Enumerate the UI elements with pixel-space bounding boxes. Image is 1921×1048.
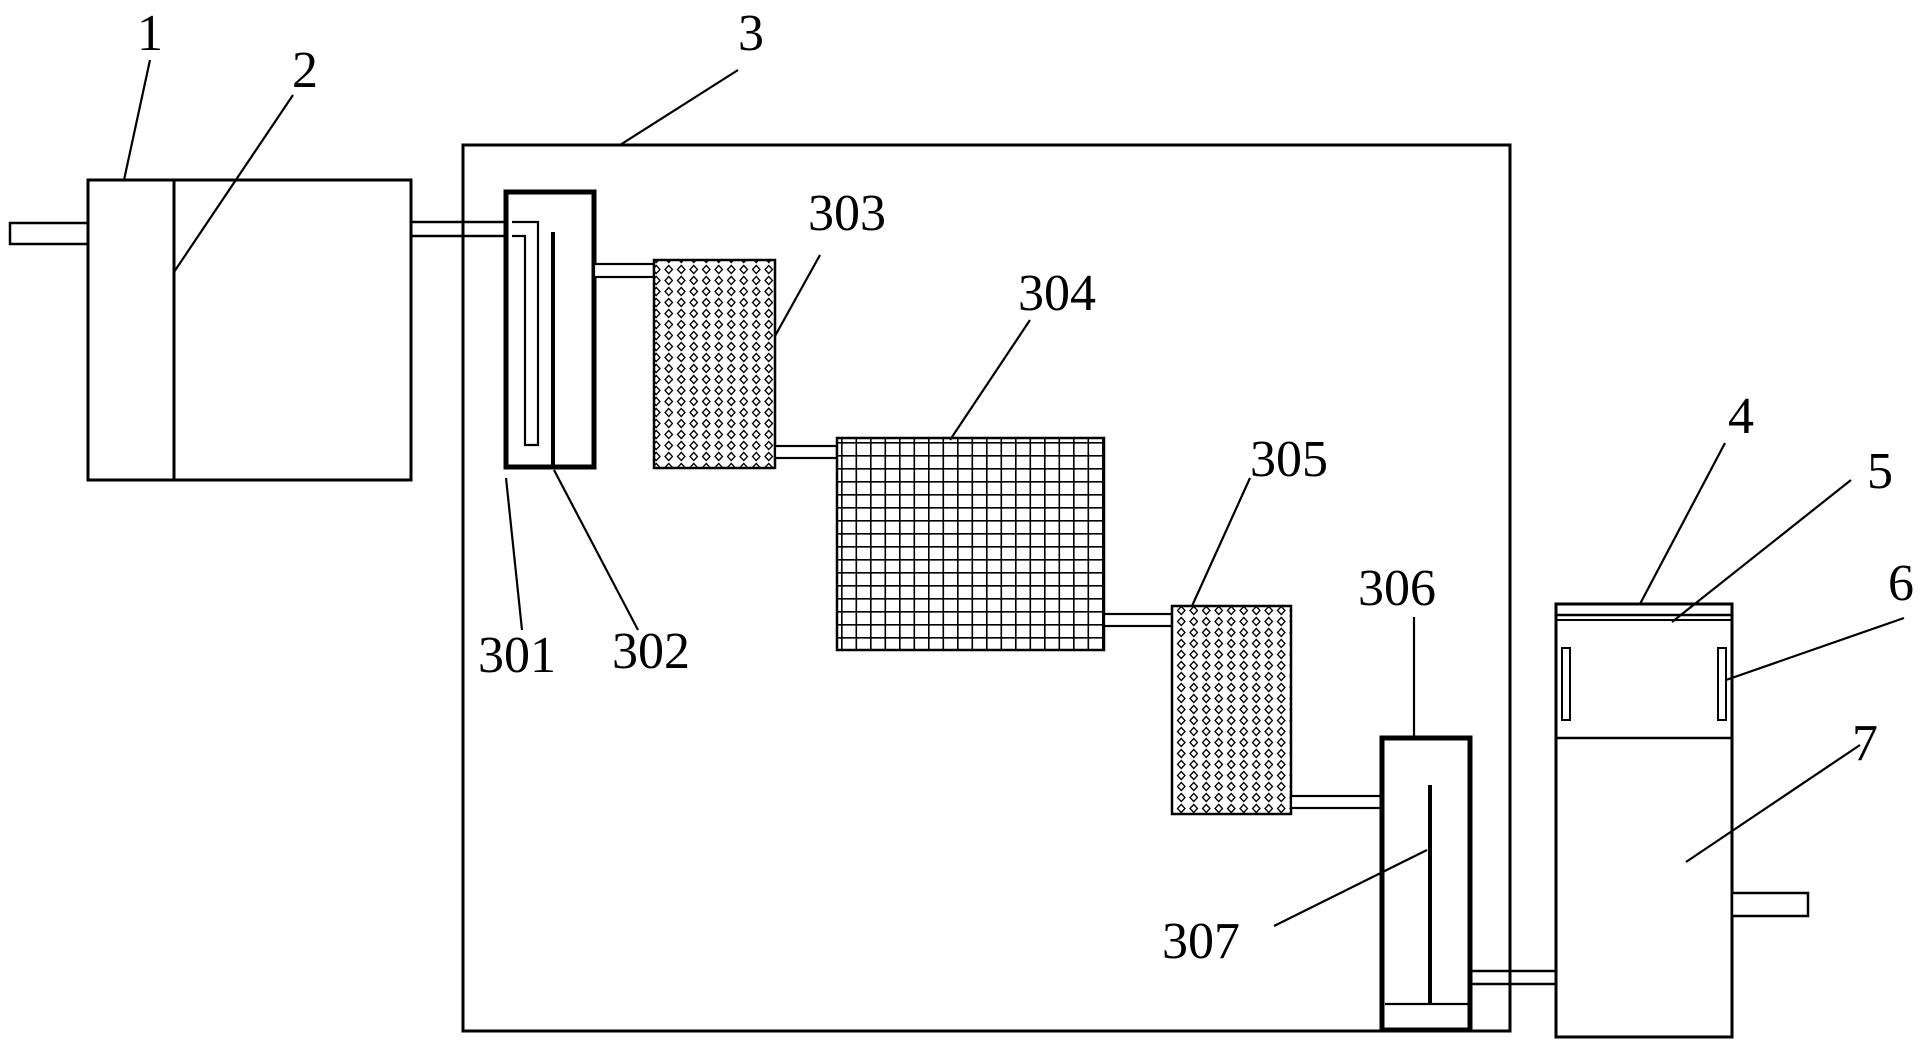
pipe-tank-to-coil	[411, 220, 520, 238]
pipe-304-to-305	[1102, 612, 1174, 628]
label-5: 5	[1867, 443, 1893, 500]
unit-306	[1379, 735, 1473, 1033]
label-7: 7	[1852, 715, 1878, 772]
chamber-3	[461, 143, 1512, 1033]
label-307: 307	[1162, 913, 1240, 970]
filter-305	[1170, 604, 1293, 816]
filter-303	[652, 258, 777, 470]
pipe-302-to-303	[592, 262, 656, 279]
label-2: 2	[292, 42, 318, 99]
label-301: 301	[478, 627, 556, 684]
tank-1	[8, 178, 413, 482]
pipe-306-to-tank	[1470, 969, 1556, 986]
label-4: 4	[1728, 388, 1754, 445]
unit-301-302	[503, 189, 597, 470]
label-302: 302	[612, 623, 690, 680]
grid-module-304	[835, 436, 1106, 652]
label-304: 304	[1018, 265, 1096, 322]
label-305: 305	[1250, 431, 1328, 488]
label-306: 306	[1358, 560, 1436, 617]
pipe-305-to-306	[1289, 794, 1384, 810]
collection-tank-7	[1554, 602, 1810, 1039]
leader-lines	[122, 59, 1905, 927]
pipe-303-to-304	[773, 444, 839, 460]
label-303: 303	[808, 185, 886, 242]
label-1: 1	[137, 5, 163, 62]
label-6: 6	[1888, 555, 1914, 612]
label-3: 3	[738, 5, 764, 62]
